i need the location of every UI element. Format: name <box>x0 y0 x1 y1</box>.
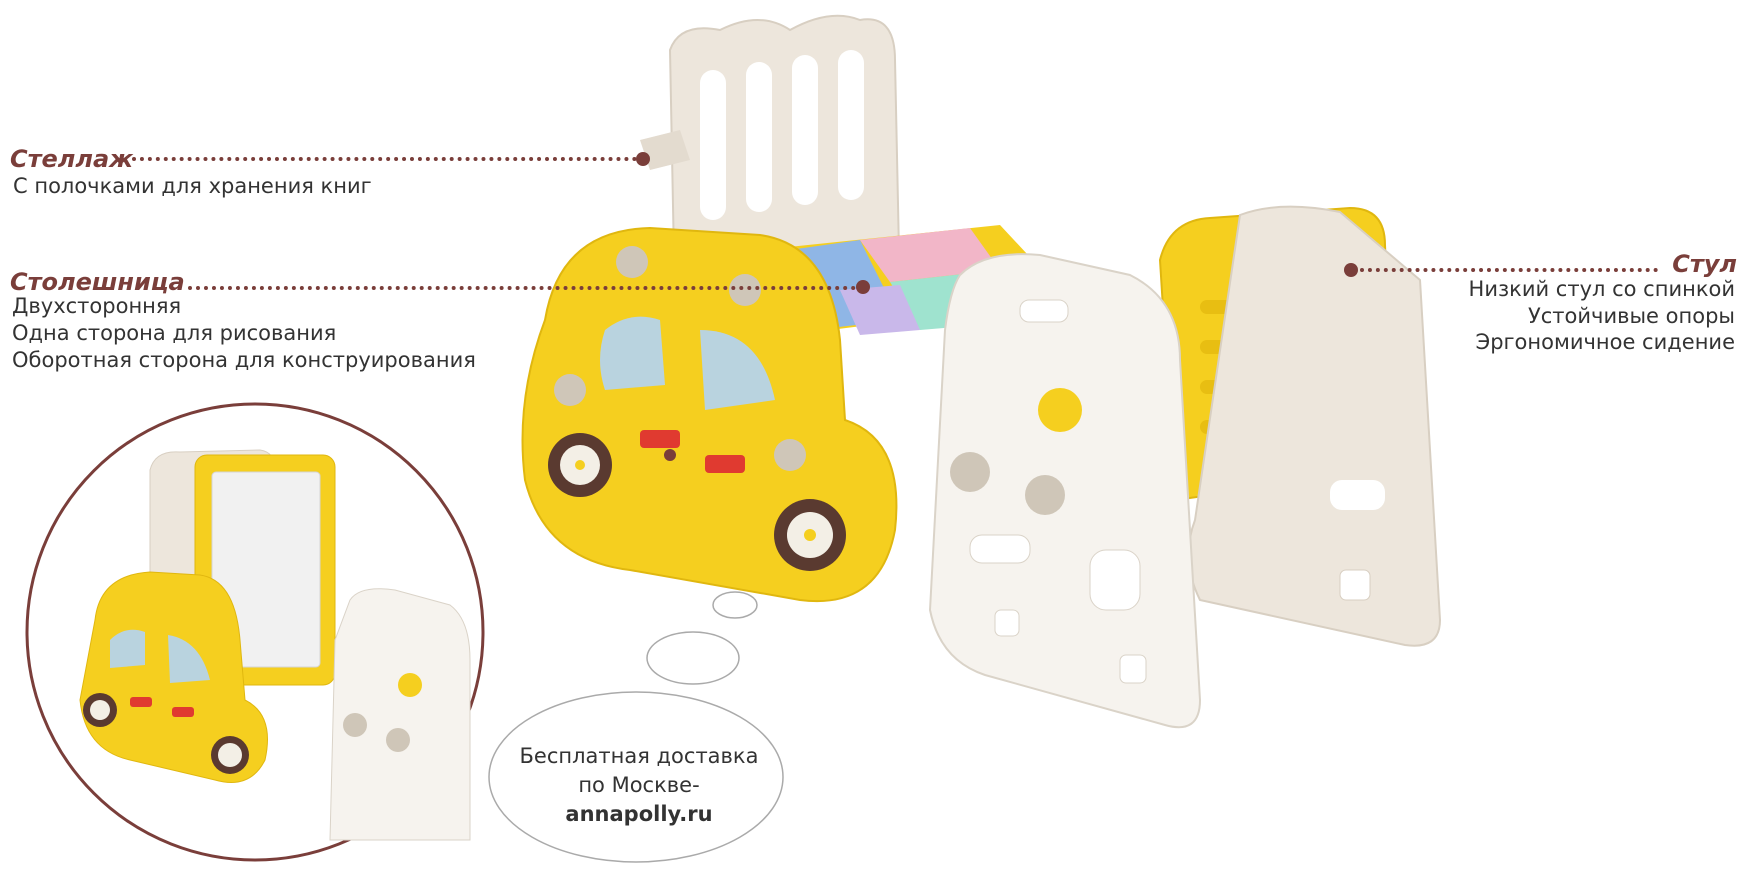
inset-circle <box>25 402 485 862</box>
tabletop-title: Столешница <box>10 268 185 296</box>
chair-leader <box>1360 268 1658 272</box>
chair-marker <box>1344 263 1358 277</box>
thought-bubbles <box>488 591 784 863</box>
tabletop-line-3: Оборотная сторона для конструирования <box>12 348 476 372</box>
promo-line-1: Бесплатная доставка <box>519 744 759 768</box>
tabletop-leader <box>188 286 856 290</box>
chair-title: Стул <box>1672 250 1737 278</box>
chair-line-1: Низкий стул со спинкой <box>1468 277 1735 301</box>
chair-line-3: Эргономичное сидение <box>1475 330 1735 354</box>
promo-site: annapolly.ru <box>489 800 789 829</box>
chair-front-panel <box>928 253 1202 729</box>
rack-line-1: С полочками для хранения книг <box>13 174 372 198</box>
tabletop-line-2: Одна сторона для рисования <box>12 321 337 345</box>
tabletop-line-1: Двухсторонняя <box>12 294 182 318</box>
rack-marker <box>636 152 650 166</box>
promo-line-2: по Москве- <box>578 773 700 797</box>
car-side-panel <box>521 226 898 603</box>
promo-text: Бесплатная доставка по Москве- annapolly… <box>489 742 789 829</box>
rack-title: Стеллаж <box>10 145 134 173</box>
car-panel-marker <box>664 449 676 461</box>
chair-line-2: Устойчивые опоры <box>1527 304 1735 328</box>
promo-site-link: annapolly.ru <box>565 802 713 826</box>
tabletop-marker <box>856 280 870 294</box>
rack-leader <box>132 157 637 161</box>
